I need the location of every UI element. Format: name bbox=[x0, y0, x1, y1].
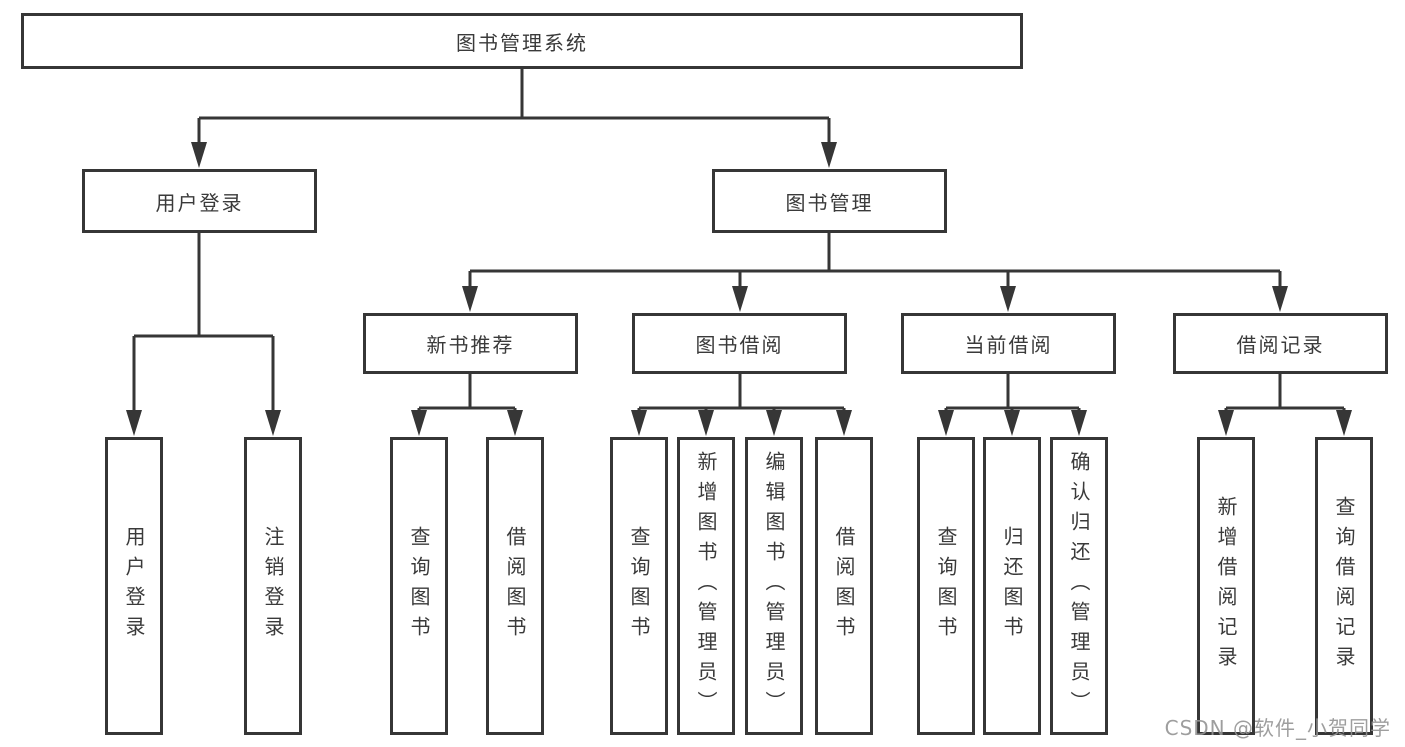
node-book-borrowing: 图书借阅 bbox=[632, 313, 847, 374]
node-library-management-system: 图书管理系统 bbox=[21, 13, 1023, 69]
node-book-management: 图书管理 bbox=[712, 169, 947, 233]
node-new-book-recommend: 新书推荐 bbox=[363, 313, 578, 374]
csdn-watermark: CSDN @软件_小贺同学 bbox=[1164, 716, 1391, 740]
node-query-books-recommend: 查询图书 bbox=[390, 437, 448, 735]
node-query-books-current: 查询图书 bbox=[917, 437, 975, 735]
node-logout: 注销登录 bbox=[244, 437, 302, 735]
node-query-books-borrowing: 查询图书 bbox=[610, 437, 668, 735]
node-return-book: 归还图书 bbox=[983, 437, 1041, 735]
node-edit-book-admin: 编辑图书（管理员） bbox=[745, 437, 803, 735]
node-add-book-admin: 新增图书（管理员） bbox=[677, 437, 735, 735]
node-borrow-book-recommend: 借阅图书 bbox=[486, 437, 544, 735]
node-current-borrowing: 当前借阅 bbox=[901, 313, 1116, 374]
node-borrowing-records: 借阅记录 bbox=[1173, 313, 1388, 374]
node-user-login: 用户登录 bbox=[82, 169, 317, 233]
node-add-borrow-record: 新增借阅记录 bbox=[1197, 437, 1255, 735]
node-user-login-leaf: 用户登录 bbox=[105, 437, 163, 735]
node-confirm-return-admin: 确认归还（管理员） bbox=[1050, 437, 1108, 735]
node-borrow-book: 借阅图书 bbox=[815, 437, 873, 735]
node-query-borrow-record: 查询借阅记录 bbox=[1315, 437, 1373, 735]
